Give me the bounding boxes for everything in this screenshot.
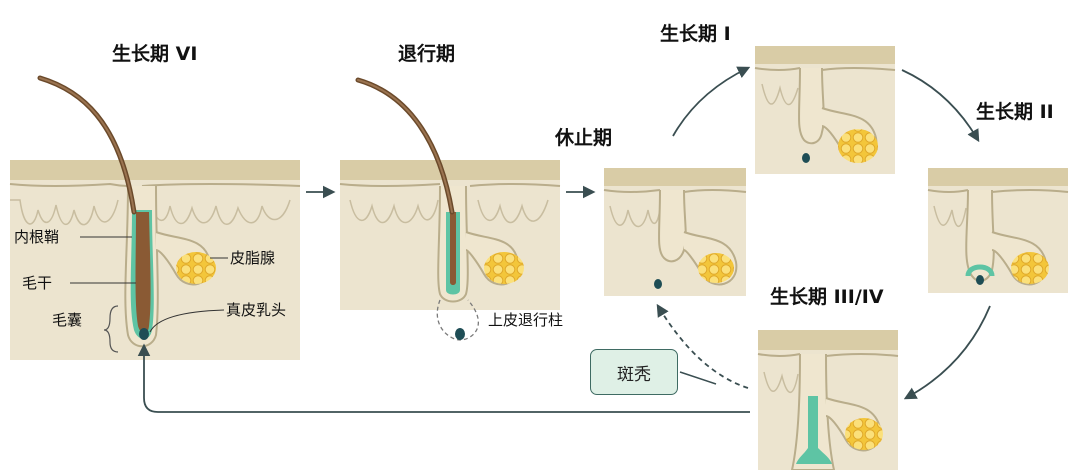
catagen-panel	[339, 77, 561, 341]
stage-title-anagen-ii: 生长期 II	[976, 100, 1054, 123]
anagen-ii-panel	[927, 168, 1069, 293]
alopecia-areata-badge: 斑秃	[590, 349, 678, 395]
arrow-anagen-i-to-anagen-ii	[901, 69, 980, 143]
telogen-panel	[603, 168, 747, 298]
arrow-anagen-iii-iv-to-anagen-vi	[137, 343, 750, 413]
arrow-anagen-iii-iv-to-telogen-dashed	[656, 303, 749, 389]
label-hair-shaft: 毛干	[22, 274, 52, 292]
label-epithelial-strand: 上皮退行柱	[488, 311, 563, 329]
label-sebaceous-gland: 皮脂腺	[230, 249, 275, 267]
stage-title-anagen-vi: 生长期 VI	[112, 42, 197, 65]
anagen-iii-iv-panel	[757, 330, 899, 470]
arrow-badge-connector	[679, 371, 717, 385]
alopecia-areata-label: 斑秃	[617, 364, 651, 385]
stage-title-anagen-iii-iv: 生长期 III/IV	[770, 285, 884, 308]
anagen-i-panel	[754, 46, 896, 174]
arrow-telogen-to-anagen-i	[672, 66, 751, 137]
label-dermal-papilla: 真皮乳头	[226, 301, 286, 319]
label-inner-root-sheath: 内根鞘	[14, 228, 59, 246]
label-hair-follicle: 毛囊	[52, 311, 82, 329]
stage-title-catagen: 退行期	[398, 42, 455, 65]
stage-title-telogen: 休止期	[554, 127, 612, 149]
stage-title-anagen-i: 生长期 I	[660, 22, 731, 45]
arrow-anagen-ii-to-anagen-iii-iv	[903, 305, 991, 400]
